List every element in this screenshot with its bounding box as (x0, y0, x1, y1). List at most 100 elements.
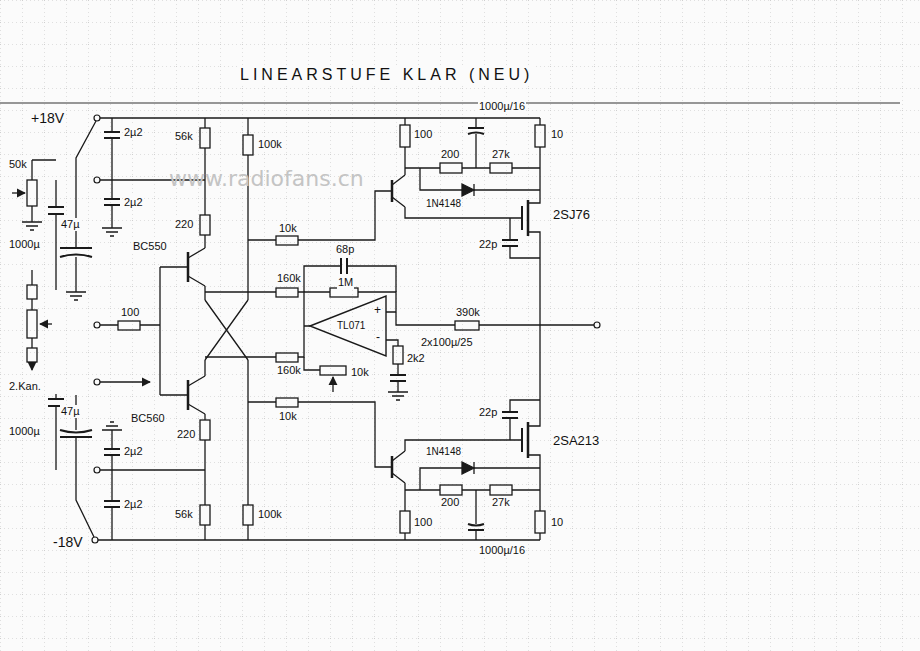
capacitor-symbol (60, 248, 92, 257)
wire (248, 402, 392, 467)
opamp-symbol (310, 296, 386, 356)
component-value: 2SA213 (552, 434, 600, 449)
wire (100, 267, 188, 395)
resistor-symbol (276, 288, 298, 297)
component-value: 27k (491, 148, 511, 161)
output-stage (502, 240, 518, 246)
ground-symbol (102, 422, 122, 430)
wire (386, 340, 398, 392)
component-value: BC560 (130, 412, 166, 425)
component-value: 2k2 (406, 352, 426, 365)
component-value: 100 (413, 516, 433, 529)
component-value: 2µ2 (123, 445, 144, 458)
title: LINEARSTUFE KLAR (NEU) (240, 66, 533, 84)
component-value: 220 (176, 428, 196, 441)
resistor-symbol (27, 348, 37, 362)
component-value: 47µ (60, 405, 81, 418)
resistor-symbol (276, 398, 298, 407)
component-value: 47µ (60, 218, 81, 231)
component-value: 1000µ/16 (478, 100, 526, 113)
wire (100, 180, 205, 470)
resistor-symbol (276, 236, 298, 245)
component-value: +18V (30, 110, 65, 126)
output-stage (392, 329, 545, 540)
output-stage (490, 163, 512, 173)
component-value: 200 (440, 496, 460, 509)
wire (12, 192, 25, 193)
header-rule (0, 102, 900, 103)
component-value: 56k (174, 130, 194, 143)
ground-symbol (66, 292, 86, 300)
output-stage (462, 184, 474, 196)
wire (332, 377, 333, 392)
output-stage (527, 200, 530, 236)
output-stage (400, 125, 410, 147)
wire (304, 357, 320, 370)
resistor-symbol (320, 366, 346, 375)
output-stage (528, 232, 540, 329)
component-value: 2SJ76 (552, 208, 591, 223)
resistor-symbol (243, 505, 253, 525)
wire (98, 118, 540, 540)
ground-symbol (22, 222, 408, 430)
wire (304, 266, 396, 292)
component-value: 1N4148 (425, 446, 462, 458)
capacitor-symbol (48, 132, 406, 507)
component-value: 160k (276, 272, 302, 285)
terminal (594, 322, 600, 328)
wire (248, 191, 392, 240)
output-stage (420, 168, 540, 190)
component-value: - (375, 331, 381, 345)
wire (55, 180, 56, 290)
component-value: BC550 (132, 240, 168, 253)
terminal (92, 115, 600, 543)
ground-symbol (388, 392, 408, 400)
component-value: 10 (550, 128, 564, 141)
resistor-symbol (276, 353, 298, 362)
resistor-symbol (200, 128, 210, 148)
wire (76, 121, 96, 292)
component-value: 1000µ/16 (478, 544, 526, 557)
component-value: 220 (174, 218, 194, 231)
component-value: 22p (478, 238, 498, 251)
resistor-symbol (455, 321, 479, 330)
output-stage (392, 118, 545, 329)
transistor-symbol (188, 248, 205, 414)
capacitor-symbol (48, 207, 64, 214)
output-stage (405, 167, 540, 168)
component-value: 100 (413, 128, 433, 141)
wire (32, 160, 56, 222)
component-value: + (373, 304, 382, 318)
component-value: TL071 (336, 320, 366, 332)
component-value: 160k (276, 364, 302, 377)
capacitor-symbol (104, 449, 120, 507)
component-value: 10k (350, 366, 370, 379)
capacitor-symbol (390, 375, 406, 381)
capacitor-symbol (60, 430, 92, 437)
component-value: 2x100µ/25 (420, 336, 474, 349)
output-stage (521, 206, 523, 230)
component-value: 1M (337, 276, 354, 289)
component-value: 100k (257, 508, 283, 521)
terminal (92, 537, 98, 543)
output-stage (528, 118, 540, 203)
wire (111, 430, 112, 540)
terminal (94, 322, 100, 328)
output-stage (391, 180, 394, 202)
component-value: 200 (440, 148, 460, 161)
output-stage (475, 118, 476, 168)
component-value: 390k (455, 306, 481, 319)
wire (12, 118, 594, 540)
component-value: 2.Kan. (8, 380, 42, 393)
component-value: 10k (278, 222, 298, 235)
resistor-symbol (27, 128, 479, 525)
output-stage (468, 128, 484, 134)
component-value: 56k (174, 508, 194, 521)
terminal (94, 115, 100, 121)
wire (111, 118, 112, 228)
terminal (94, 177, 100, 183)
component-value: 27k (491, 496, 511, 509)
